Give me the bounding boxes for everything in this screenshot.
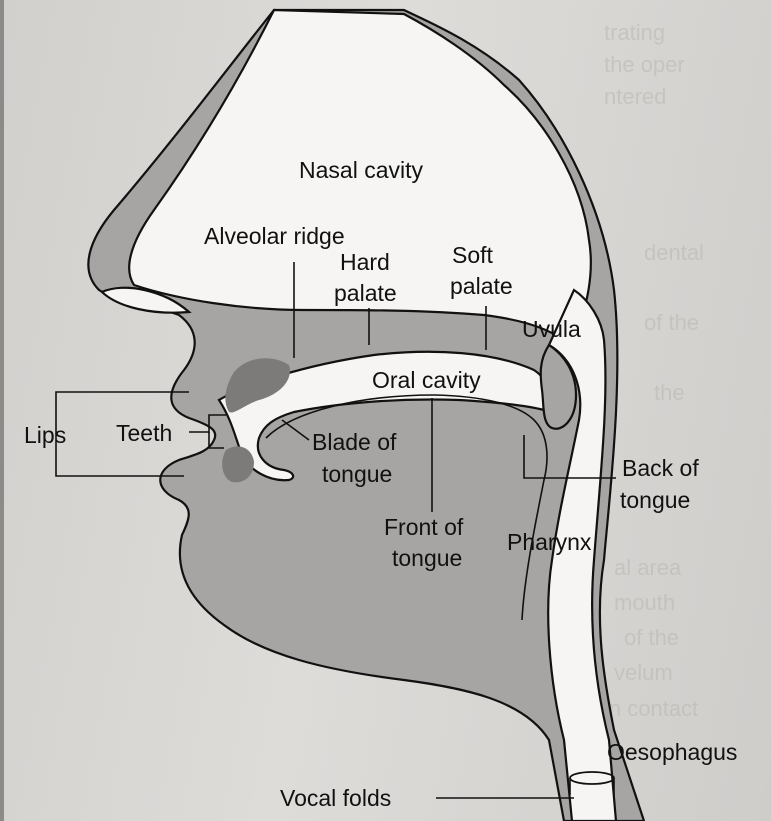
label-oesophagus: Oesophagus (607, 739, 737, 765)
svg-text:in contact: in contact (604, 696, 698, 721)
label-uvula: Uvula (522, 316, 581, 342)
label-blade-line2: tongue (322, 461, 392, 487)
svg-text:dental: dental (644, 240, 704, 265)
vocal-tract-svg: trating the oper ntered dental of the th… (4, 0, 771, 821)
background-print-texture: trating the oper ntered dental of the th… (604, 20, 704, 721)
svg-text:the oper: the oper (604, 52, 685, 77)
label-blade-line1: Blade of (312, 429, 397, 455)
label-nasal-cavity: Nasal cavity (299, 157, 423, 183)
svg-text:of the: of the (644, 310, 699, 335)
label-front-line1: Front of (384, 514, 464, 540)
label-soft-palate-line1: Soft (452, 242, 494, 268)
svg-text:velum: velum (614, 660, 673, 685)
svg-text:ntered: ntered (604, 84, 666, 109)
label-soft-palate-line2: palate (450, 273, 513, 299)
vocal-tract-diagram: trating the oper ntered dental of the th… (4, 0, 771, 821)
label-lips: Lips (24, 422, 66, 448)
label-oral-cavity: Oral cavity (372, 367, 481, 393)
label-front-line2: tongue (392, 545, 462, 571)
svg-text:of the: of the (624, 625, 679, 650)
label-alveolar-ridge: Alveolar ridge (204, 223, 345, 249)
label-back-line1: Back of (622, 455, 699, 481)
label-pharynx: Pharynx (507, 529, 592, 555)
svg-text:the: the (654, 380, 685, 405)
svg-text:mouth: mouth (614, 590, 675, 615)
label-vocal-folds: Vocal folds (280, 785, 391, 811)
label-hard-palate-line2: palate (334, 280, 397, 306)
label-back-line2: tongue (620, 487, 690, 513)
svg-text:al area: al area (614, 555, 682, 580)
label-teeth: Teeth (116, 420, 172, 446)
svg-text:trating: trating (604, 20, 665, 45)
label-hard-palate-line1: Hard (340, 249, 390, 275)
